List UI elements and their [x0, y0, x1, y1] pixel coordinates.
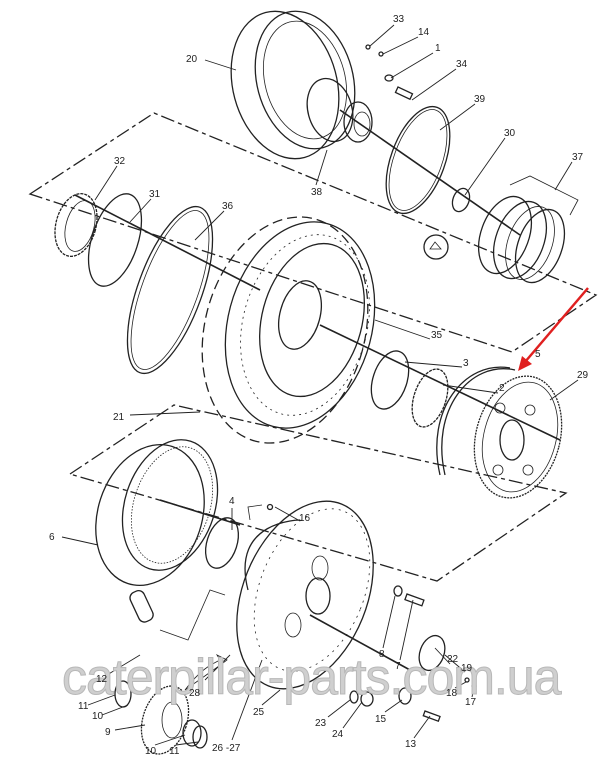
part-21-sprocket: [201, 216, 376, 444]
part-37-seal-group: [477, 175, 579, 284]
label-7: 7: [395, 661, 401, 672]
label-20: 20: [186, 54, 198, 65]
part-4-plate: [204, 517, 240, 569]
part-36-ring: [126, 205, 214, 375]
label-6: 6: [49, 532, 55, 543]
label-11-a: 11: [78, 701, 89, 712]
label-22: 22: [447, 654, 459, 665]
label-2: 2: [499, 383, 505, 394]
lower-assembly-frame: [68, 404, 568, 582]
label-39: 39: [474, 94, 486, 105]
label-36: 36: [222, 201, 234, 212]
label-30: 30: [504, 128, 516, 139]
label-23: 23: [315, 718, 327, 729]
label-8: 8: [379, 649, 385, 660]
label-26-27: 26 -27: [212, 743, 241, 754]
bolts-top: [365, 44, 414, 101]
label-11-b: 11: [169, 746, 180, 757]
label-28: 28: [189, 688, 201, 699]
assembly-arrow-icon: [184, 654, 228, 691]
part-12-pin: [129, 589, 226, 641]
label-15: 15: [375, 714, 387, 725]
label-19: 19: [461, 663, 473, 674]
label-32: 32: [114, 156, 126, 167]
label-35: 35: [431, 330, 443, 341]
label-16: 16: [299, 513, 311, 524]
label-21: 21: [113, 412, 125, 423]
label-24: 24: [332, 729, 344, 740]
part-25-carrier: [236, 500, 374, 690]
label-10-a: 10: [92, 711, 104, 722]
label-18: 18: [446, 688, 458, 699]
label-12: 12: [96, 674, 108, 685]
label-4: 4: [229, 496, 235, 507]
upper-assembly-frame: [28, 112, 598, 353]
part-32-bearing: [54, 193, 98, 257]
label-33: 33: [393, 14, 405, 25]
highlight-arrow-icon: [518, 287, 589, 371]
part-6-ring-gear: [95, 439, 219, 586]
part-39-ring: [385, 105, 451, 215]
label-17: 17: [465, 697, 477, 708]
part-9-planet-gear: [114, 680, 208, 755]
label-1: 1: [435, 43, 441, 54]
label-3: 3: [463, 358, 469, 369]
part-5-snap-ring: [441, 368, 516, 476]
watermark: caterpillar-parts.com.ua: [61, 649, 561, 705]
leader-lines: [61, 24, 579, 746]
part-2-cone: [411, 368, 449, 428]
part-3-cup: [370, 350, 410, 410]
label-5: 5: [535, 349, 541, 360]
label-34: 34: [456, 59, 468, 70]
label-13: 13: [405, 739, 417, 750]
label-14: 14: [418, 27, 430, 38]
part-30-washer: [451, 187, 471, 213]
label-29: 29: [577, 370, 589, 381]
label-25: 25: [253, 707, 265, 718]
label-38: 38: [311, 187, 323, 198]
reuse-symbol-icon: [423, 234, 449, 260]
part-29-gear: [473, 375, 563, 499]
label-10-b: 10: [145, 746, 157, 757]
label-9: 9: [105, 727, 111, 738]
part-20-hub: [230, 10, 373, 160]
part-31-ring: [87, 193, 143, 287]
label-31: 31: [149, 189, 161, 200]
label-37: 37: [572, 152, 584, 163]
